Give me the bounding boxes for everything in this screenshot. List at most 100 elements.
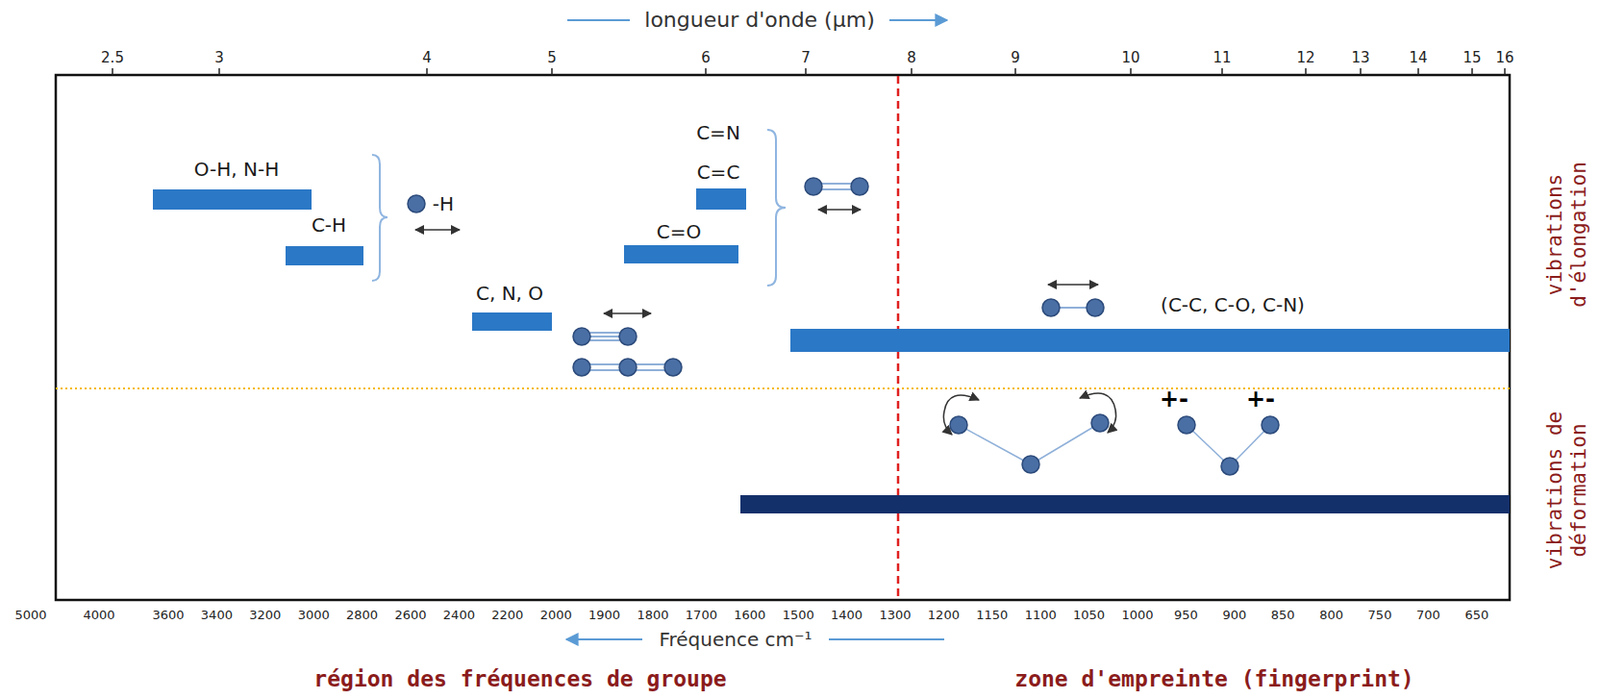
tick-label: 1300 xyxy=(878,608,911,624)
tick-label: 15 xyxy=(1462,50,1481,67)
atom xyxy=(407,195,425,213)
bond xyxy=(590,335,620,338)
tick-label: 11 xyxy=(1212,50,1231,67)
tick-label: 1400 xyxy=(830,608,863,624)
tick-label: 1050 xyxy=(1073,608,1105,624)
cumulated-molecule xyxy=(573,358,682,376)
axis-arrow xyxy=(566,638,643,641)
tick-label: 4 xyxy=(422,50,432,67)
region-title: zone d'empreinte (fingerprint) xyxy=(1014,666,1414,692)
stretch-arrow xyxy=(1048,283,1099,286)
tick-label: 12 xyxy=(1296,50,1315,67)
frequency-band: C-H xyxy=(285,246,364,266)
band-label: C=N xyxy=(696,122,741,144)
tick-label: 650 xyxy=(1464,608,1489,624)
frequency-band: (C-C, C-O, C-N) xyxy=(790,328,1510,352)
atom xyxy=(619,327,637,346)
tick-label: 13 xyxy=(1350,50,1370,67)
tick-label: 14 xyxy=(1408,50,1427,67)
bond xyxy=(958,425,1031,465)
bending-molecule xyxy=(1177,416,1279,475)
stretch-arrow xyxy=(415,228,460,231)
tick-label: 3400 xyxy=(200,608,233,624)
atom xyxy=(950,416,968,434)
tick-label: 16 xyxy=(1495,50,1514,67)
axis-tick xyxy=(1221,68,1224,75)
tick-label: 1150 xyxy=(975,608,1008,624)
axis-tick xyxy=(804,68,807,75)
axis-tick xyxy=(111,68,114,75)
atom xyxy=(573,327,591,346)
bond xyxy=(590,331,620,334)
tick-label: 2800 xyxy=(346,608,378,624)
symbol-label: -H xyxy=(432,193,454,216)
tick-label: 7 xyxy=(800,50,811,67)
symbol-label: +- xyxy=(1246,386,1275,414)
tick-label: 850 xyxy=(1271,608,1296,624)
bracket xyxy=(372,154,388,281)
band-label: C=O xyxy=(656,221,701,243)
axis-tick xyxy=(1129,68,1132,75)
tick-label: 4000 xyxy=(82,608,115,624)
chart-frame xyxy=(55,75,1510,600)
band-label: C-H xyxy=(311,214,347,236)
axis-tick xyxy=(425,68,428,75)
divider-line xyxy=(55,387,1510,390)
axis-tick xyxy=(1503,68,1506,75)
atom xyxy=(1177,416,1196,434)
triple-bond-molecule xyxy=(573,327,637,346)
tick-label: 5000 xyxy=(14,608,47,624)
atom xyxy=(1091,414,1109,432)
bracket xyxy=(767,129,786,286)
frequency-band: C=O xyxy=(624,245,739,264)
axis-line xyxy=(828,638,945,641)
bond xyxy=(590,339,620,342)
tick-label: 1200 xyxy=(927,608,960,624)
tick-label: 3 xyxy=(214,50,225,67)
frequency-band: O-H, N-H xyxy=(152,189,312,210)
tick-label: 1500 xyxy=(782,608,815,624)
band-label: O-H, N-H xyxy=(194,158,280,180)
tick-label: 2.5 xyxy=(100,50,125,67)
axis-tick xyxy=(910,68,913,75)
bond xyxy=(1030,423,1100,465)
stretch-arrow xyxy=(818,208,861,211)
tick-label: 800 xyxy=(1319,608,1344,624)
tick-label: 700 xyxy=(1416,608,1441,624)
tick-label: 950 xyxy=(1174,608,1199,624)
tick-label: 3000 xyxy=(298,608,330,624)
atom xyxy=(573,358,591,376)
tick-label: 8 xyxy=(906,50,917,67)
symbol-label: +- xyxy=(1159,386,1189,414)
tick-label: 1700 xyxy=(685,608,718,624)
tick-label: 2600 xyxy=(394,608,426,624)
atom xyxy=(1221,457,1239,475)
axis-tick xyxy=(1304,68,1307,75)
tick-label: 3600 xyxy=(151,608,184,624)
atom xyxy=(1261,416,1279,434)
tick-label: 9 xyxy=(1010,50,1021,67)
bond xyxy=(822,188,851,191)
axis-arrow xyxy=(889,19,948,22)
axis-tick xyxy=(1417,68,1420,75)
tick-label: 5 xyxy=(547,50,557,67)
bond xyxy=(590,363,620,366)
single-bond-molecule xyxy=(1042,299,1104,317)
row-title: vibrations d'élongation xyxy=(1543,138,1592,331)
axis-line xyxy=(567,19,630,22)
bond xyxy=(636,363,665,366)
bond xyxy=(1059,306,1087,309)
atom xyxy=(850,177,869,196)
tick-label: 2000 xyxy=(540,608,573,624)
deformation-band xyxy=(740,495,1510,514)
tick-label: 1000 xyxy=(1121,608,1153,624)
tick-label: 10 xyxy=(1121,50,1140,67)
band-label: C, N, O xyxy=(475,282,544,304)
axis-tick xyxy=(550,68,553,75)
tick-label: 1100 xyxy=(1025,608,1057,624)
atom xyxy=(804,177,823,196)
band-label: (C-C, C-O, C-N) xyxy=(1160,294,1305,316)
bond xyxy=(822,182,851,185)
tick-label: 750 xyxy=(1368,608,1393,624)
